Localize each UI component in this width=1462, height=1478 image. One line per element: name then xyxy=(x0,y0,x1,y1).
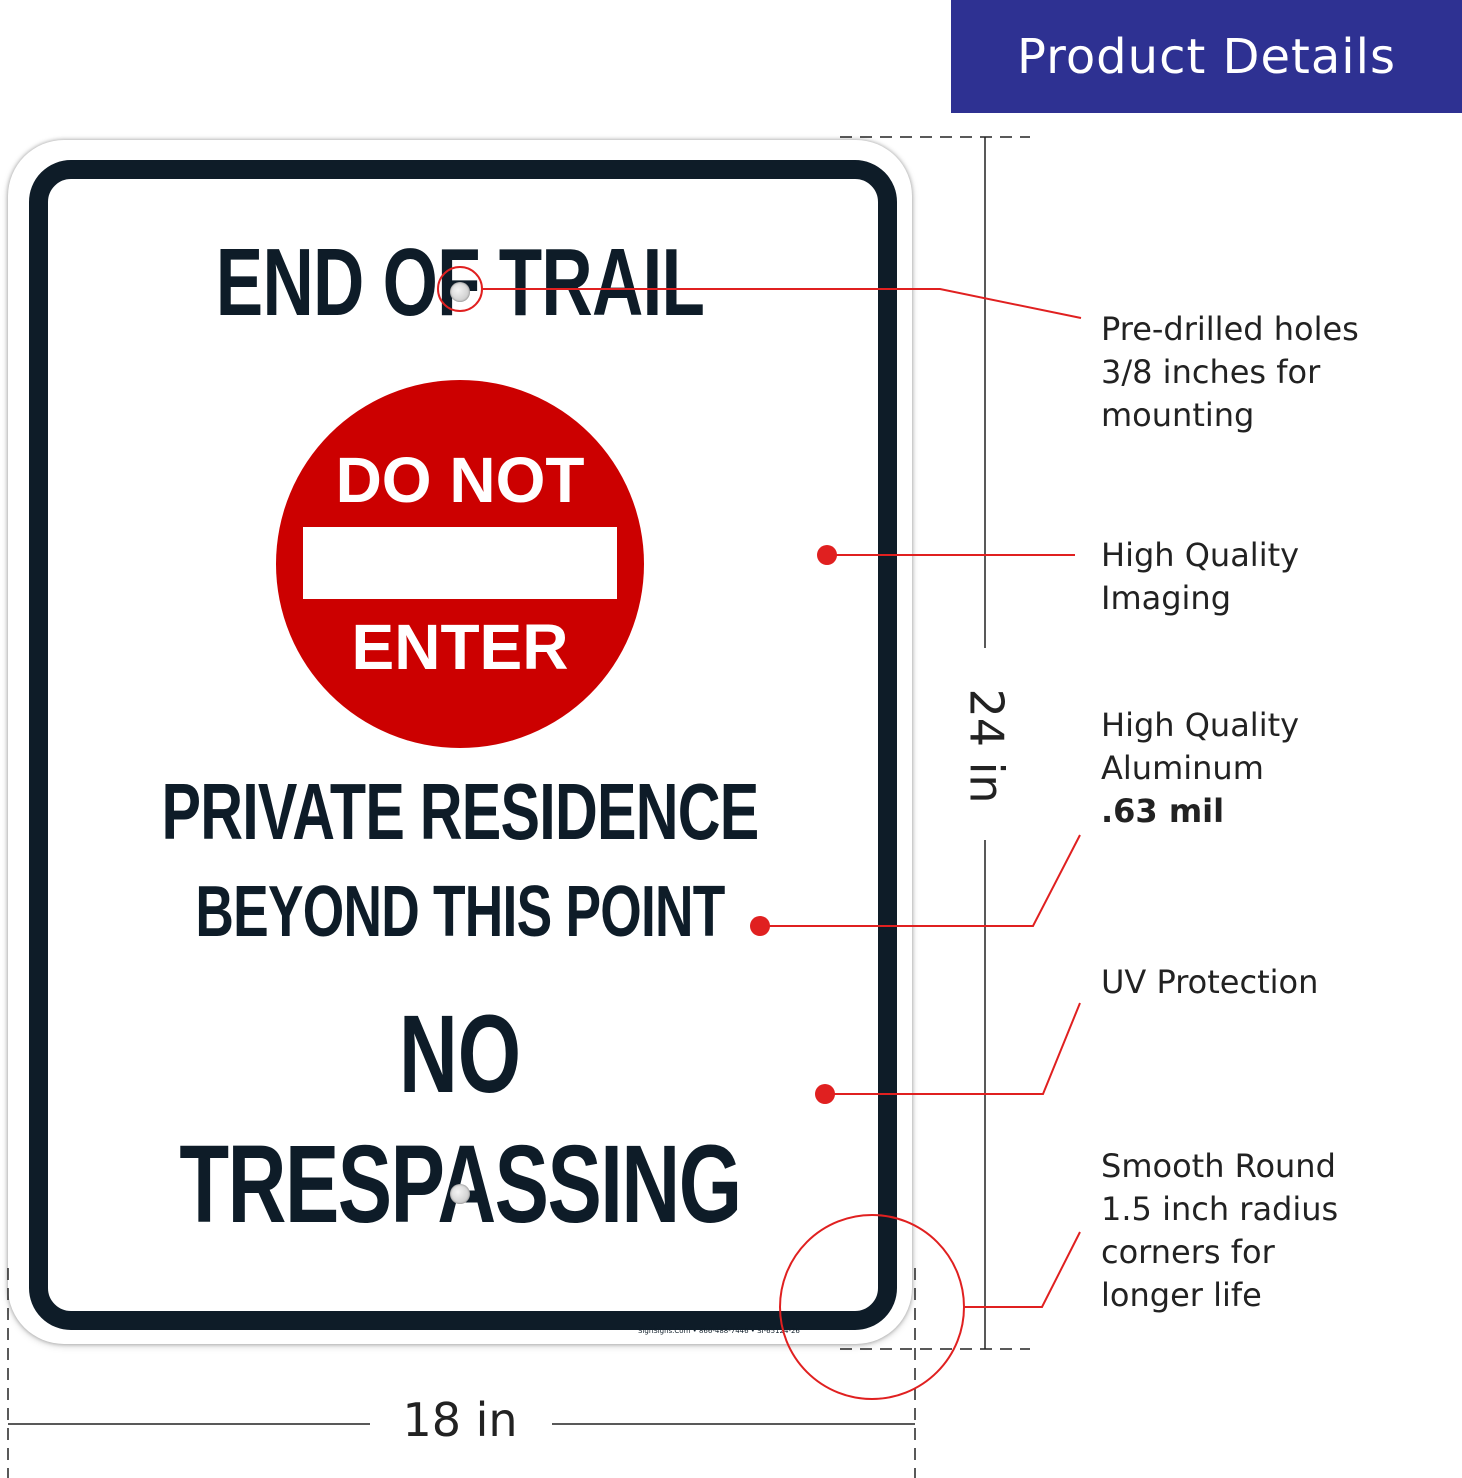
callout-corners-line-4: longer life xyxy=(1101,1276,1262,1314)
callout-imaging-line-1: High Quality xyxy=(1101,536,1300,574)
callout-aluminum: High Quality Aluminum .63 mil xyxy=(1101,704,1299,833)
mounting-hole-bottom xyxy=(450,1184,470,1204)
do-not-enter-bottom-text: ENTER xyxy=(351,611,569,683)
callout-aluminum-line-1: High Quality xyxy=(1101,706,1300,744)
callout-aluminum-line-2: Aluminum xyxy=(1101,749,1264,787)
callout-corners: Smooth Round 1.5 inch radius corners for… xyxy=(1101,1145,1338,1317)
sign-line-beyond-this-point: BEYOND THIS POINT xyxy=(195,872,725,952)
height-dimension-label: 24 in xyxy=(960,688,1014,804)
sign-line-private-residence: PRIVATE RESIDENCE xyxy=(161,767,759,856)
sign-fine-print: SignSigns.Com • 866-488-7446 • SI-65124-… xyxy=(638,1327,800,1335)
callout-uv-line-1: UV Protection xyxy=(1101,963,1319,1001)
corner-highlight-circle xyxy=(779,1214,965,1400)
callout-line-corners xyxy=(964,1231,1081,1308)
product-details-banner: Product Details xyxy=(951,0,1462,113)
do-not-enter-bar xyxy=(303,527,617,599)
callout-holes-line-1: Pre-drilled holes xyxy=(1101,310,1359,348)
callout-dot-uv xyxy=(815,1084,835,1104)
sign-line-no: NO xyxy=(398,993,522,1116)
callout-dot-imaging xyxy=(817,545,837,565)
callout-aluminum-thickness: .63 mil xyxy=(1101,792,1225,830)
callout-uv: UV Protection xyxy=(1101,961,1318,1004)
callout-corners-line-3: corners for xyxy=(1101,1233,1275,1271)
callout-line-uv xyxy=(825,1002,1081,1095)
width-dimension-label: 18 in xyxy=(402,1393,518,1447)
callout-corners-line-2: 1.5 inch radius xyxy=(1101,1190,1339,1228)
callout-imaging-line-2: Imaging xyxy=(1101,579,1232,617)
callout-holes: Pre-drilled holes 3/8 inches for mountin… xyxy=(1101,308,1359,437)
sign-image: END OF TRAIL DO NOT ENTER PRIVATE RESIDE… xyxy=(8,140,912,1344)
do-not-enter-top-text: DO NOT xyxy=(335,444,585,516)
callout-dot-aluminum xyxy=(750,916,770,936)
callout-holes-line-3: mounting xyxy=(1101,396,1255,434)
banner-title: Product Details xyxy=(1017,28,1396,85)
callout-line-aluminum xyxy=(760,834,1081,927)
callout-line-holes xyxy=(482,288,1082,319)
hole-highlight-circle xyxy=(437,266,483,312)
callout-imaging: High Quality Imaging xyxy=(1101,534,1299,620)
do-not-enter-symbol: DO NOT ENTER xyxy=(276,380,644,748)
callout-holes-line-2: 3/8 inches for xyxy=(1101,353,1321,391)
sign-border xyxy=(29,160,897,1330)
mounting-hole-top xyxy=(450,282,470,302)
height-dimension: 24 in xyxy=(947,676,1027,816)
callout-corners-line-1: Smooth Round xyxy=(1101,1147,1336,1185)
